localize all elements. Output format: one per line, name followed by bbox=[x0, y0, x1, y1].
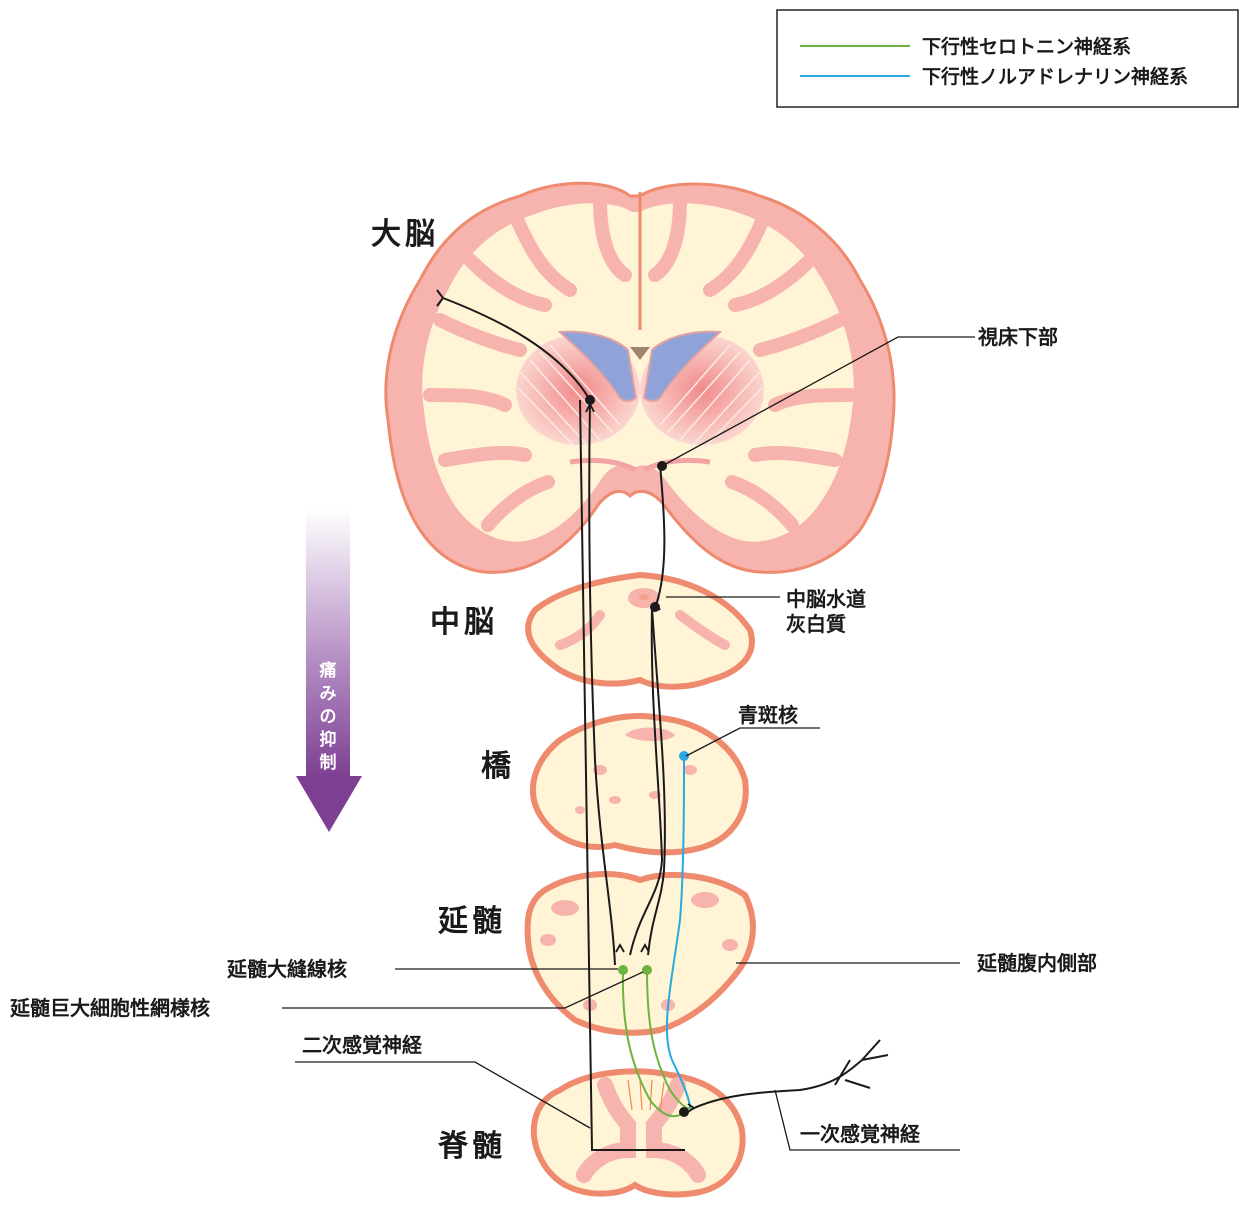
label-rvm: 延髄腹内側部 bbox=[976, 951, 1097, 975]
label-raphe: 延髄大縫線核 bbox=[226, 957, 347, 981]
legend-serotonin-label: 下行性セロトニン神経系 bbox=[922, 35, 1131, 58]
medulla-section bbox=[528, 874, 753, 1033]
legend: 下行性セロトニン神経系 下行性ノルアドレナリン神経系 bbox=[777, 10, 1238, 107]
label-locus-coeruleus: 青斑核 bbox=[738, 703, 798, 727]
locus-coeruleus-cell-body bbox=[679, 751, 689, 761]
region-label-spinal: 脊髄 bbox=[437, 1129, 506, 1164]
legend-noradrenaline-label: 下行性ノルアドレナリン神経系 bbox=[922, 65, 1188, 88]
label-primary-sensory: 一次感覚神経 bbox=[800, 1122, 921, 1146]
pag-cell-body bbox=[650, 602, 660, 612]
arrow-char: 抑 bbox=[320, 729, 337, 750]
spinal-cell-body bbox=[679, 1107, 689, 1117]
label-pag-line2: 灰白質 bbox=[786, 612, 846, 636]
pons-section bbox=[533, 716, 746, 852]
region-label-midbrain: 中脳 bbox=[430, 605, 498, 640]
arrow-char: の bbox=[320, 707, 337, 727]
gigantocellular-cell-body bbox=[642, 965, 652, 975]
label-secondary-sensory: 二次感覚神経 bbox=[302, 1033, 423, 1057]
raphe-cell-body bbox=[618, 965, 628, 975]
arrow-char: 制 bbox=[320, 752, 337, 773]
region-label-medulla: 延髄 bbox=[437, 904, 506, 939]
label-gigantocellular: 延髄巨大細胞性網様核 bbox=[9, 996, 210, 1020]
pain-inhibition-arrow: 痛 み の 抑 制 bbox=[296, 510, 362, 832]
label-pag-line1: 中脳水道 bbox=[786, 587, 866, 611]
cerebrum-section bbox=[386, 183, 894, 572]
arrow-char: 痛 bbox=[320, 660, 337, 681]
region-label-pons: 橋 bbox=[481, 749, 515, 784]
cortex-cell-body bbox=[585, 395, 595, 405]
midbrain-section bbox=[528, 575, 752, 687]
spinal-cord-section bbox=[534, 1071, 743, 1194]
label-hypothalamus: 視床下部 bbox=[977, 325, 1058, 349]
region-label-cerebrum: 大脳 bbox=[371, 217, 439, 252]
arrow-char: み bbox=[320, 684, 337, 704]
